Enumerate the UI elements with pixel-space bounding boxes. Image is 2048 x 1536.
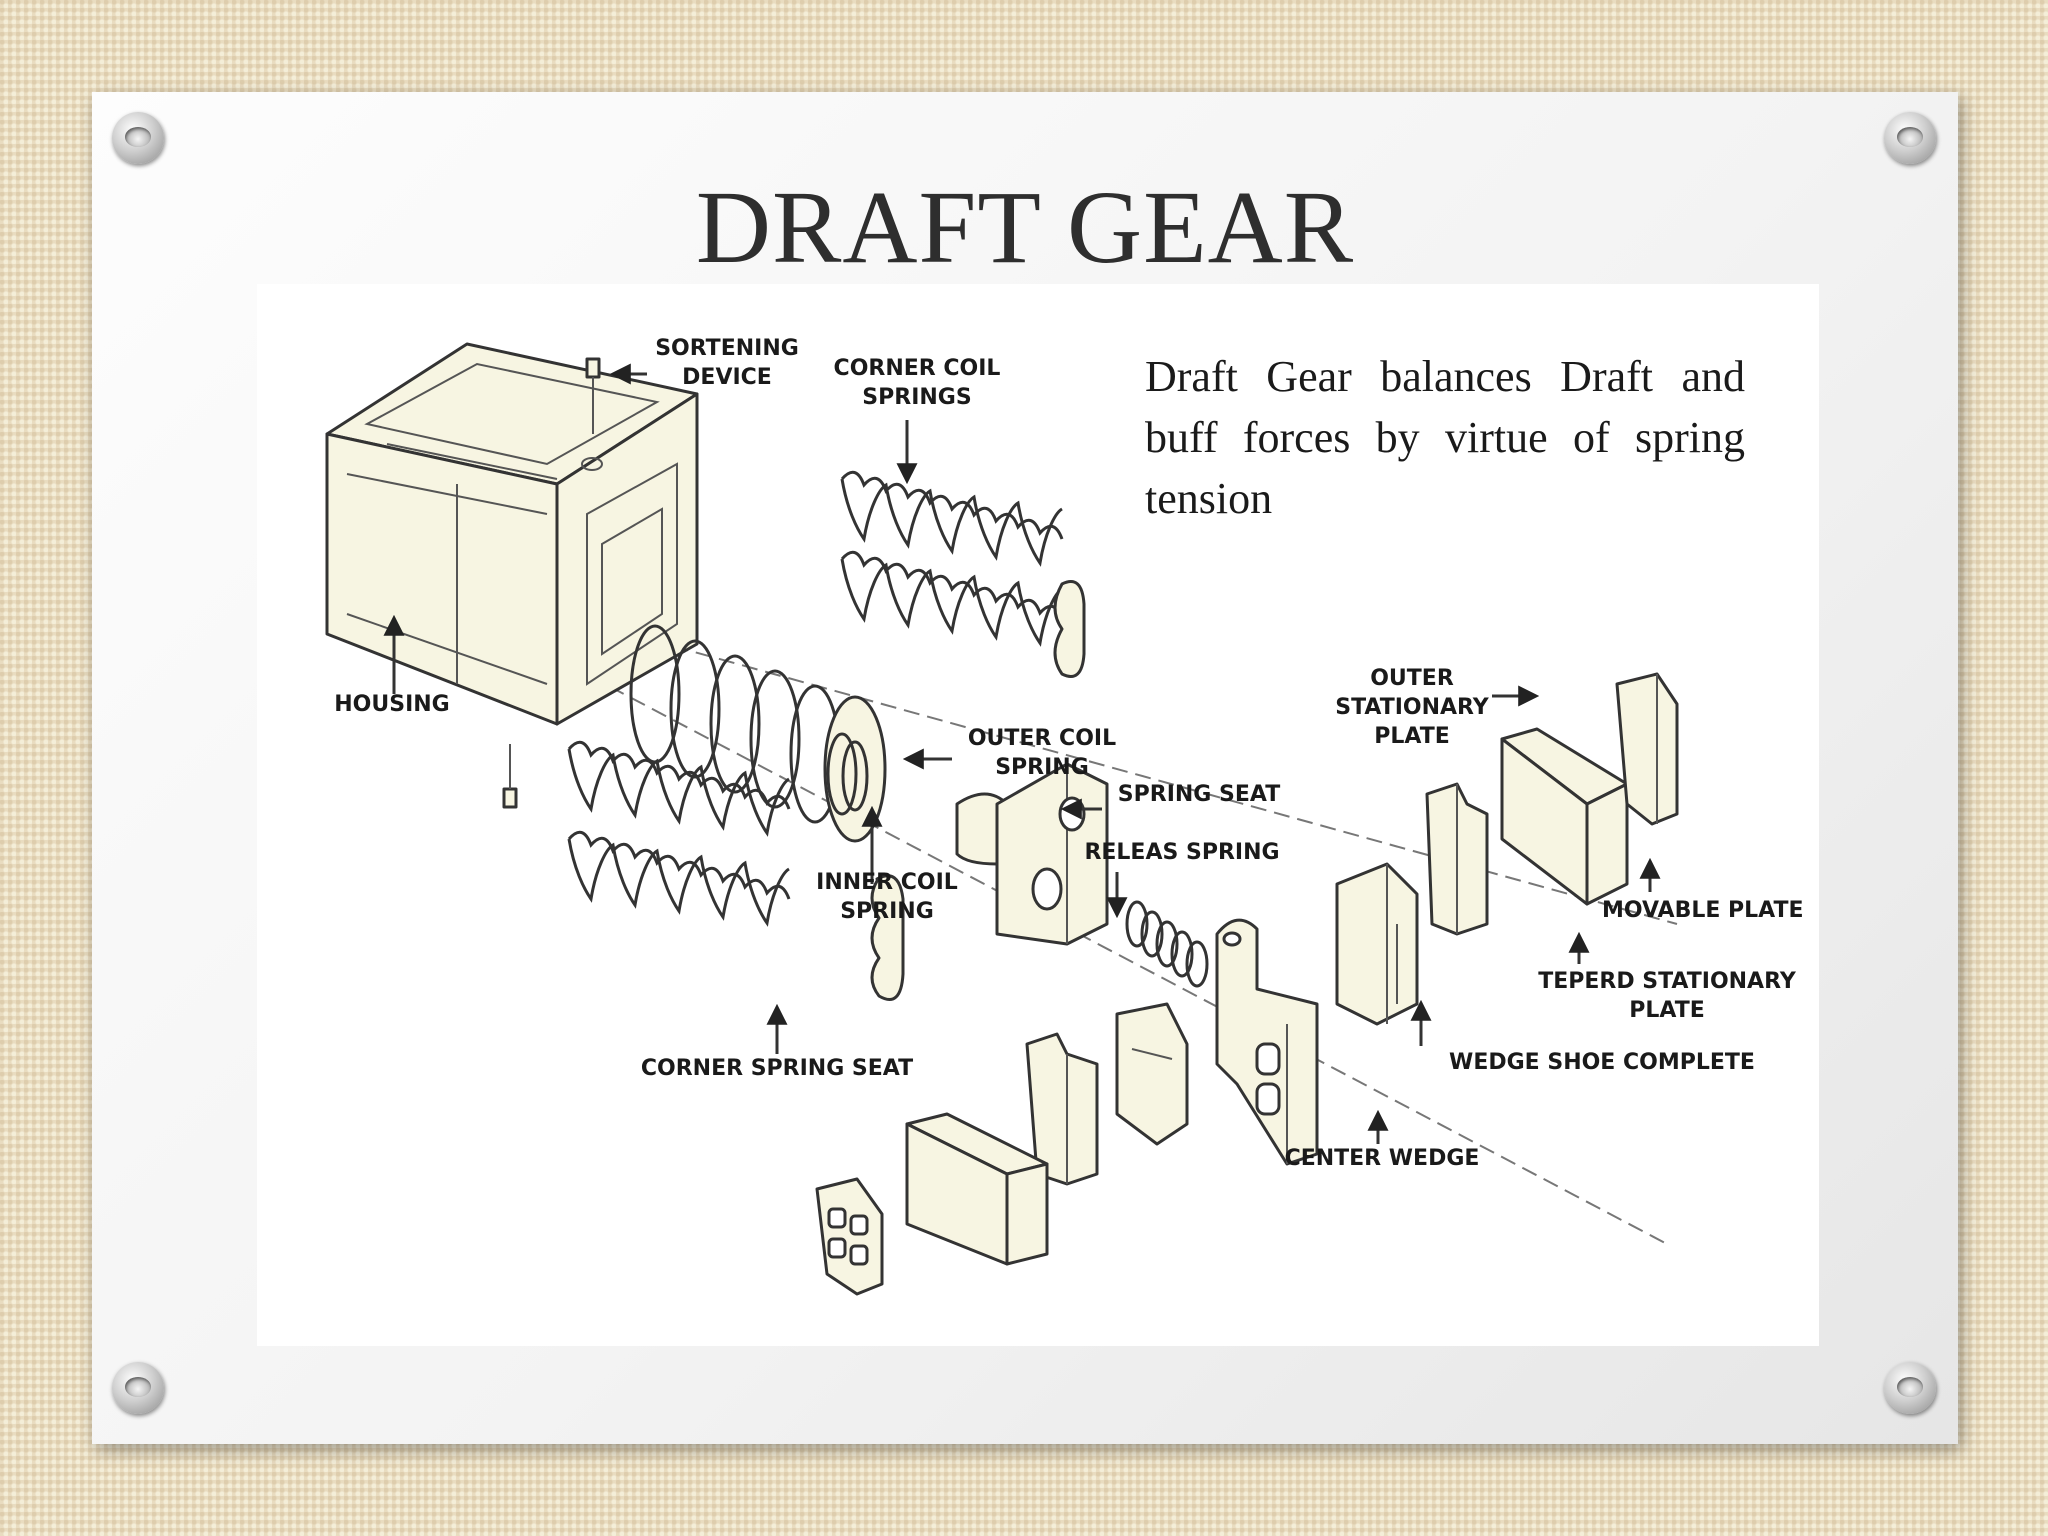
corner-spring-seat-part [870,874,905,1001]
inner-coil-spring-part [826,732,869,816]
label-inner-coil-spring: INNER COIL SPRING [816,870,958,924]
teperd-stationary-plate-upper-part [1425,782,1489,936]
teperd-stationary-plate-lower-part [1025,1032,1099,1186]
label-outer-stationary-plate: OUTER STATIONARY PLATE [1335,666,1489,749]
grommet-top-right-icon [1884,112,1936,164]
label-outer-coil-spring: OUTER COIL SPRING [967,726,1117,780]
label-wedge-shoe-complete: WEDGE SHOE COMPLETE [1449,1050,1755,1075]
draft-gear-exploded-diagram [325,342,1679,1296]
housing-part [325,342,699,726]
grommet-bottom-right-icon [1884,1362,1936,1414]
corner-coil-springs-bottom-part [567,740,791,927]
leader-arrows [383,363,1661,1144]
wedge-shoe-lower-part [1115,1002,1189,1146]
grommet-top-left-icon [112,112,164,164]
label-releas-spring: RELEAS SPRING [1084,840,1280,865]
sortening-device-part [502,357,601,809]
outer-stationary-plate-upper-part [1615,672,1679,826]
outer-stationary-plate-lower-part [815,1177,884,1296]
label-center-wedge: CENTER WEDGE [1284,1146,1480,1171]
slide-description: Draft Gear balances Draft and buff force… [1145,352,1745,523]
label-movable-plate: MOVABLE PLATE [1602,898,1804,923]
label-teperd-stationary-plate: TEPERD STATIONARY PLATE [1538,969,1796,1023]
movable-plate-upper-part [1500,727,1629,906]
label-corner-coil-springs: CORNER COIL SPRINGS [833,356,1001,410]
releas-spring-part [1125,900,1209,988]
corner-coil-springs-top-part [840,470,1086,678]
wedge-shoe-upper-part [1335,862,1419,1026]
label-housing: HOUSING [334,692,450,717]
slide-title: DRAFT GEAR [695,170,1355,285]
slide: DRAFT GEAR [92,92,1958,1444]
label-spring-seat: SPRING SEAT [1117,782,1281,807]
label-sortening-device: SORTENING DEVICE [655,336,799,390]
diagram-panel: Draft Gear balances Draft and buff force… [257,284,1819,1346]
grommet-bottom-left-icon [112,1362,164,1414]
center-wedge-part [1215,918,1319,1166]
movable-plate-lower-part [905,1112,1049,1266]
label-corner-spring-seat: CORNER SPRING SEAT [640,1056,914,1081]
